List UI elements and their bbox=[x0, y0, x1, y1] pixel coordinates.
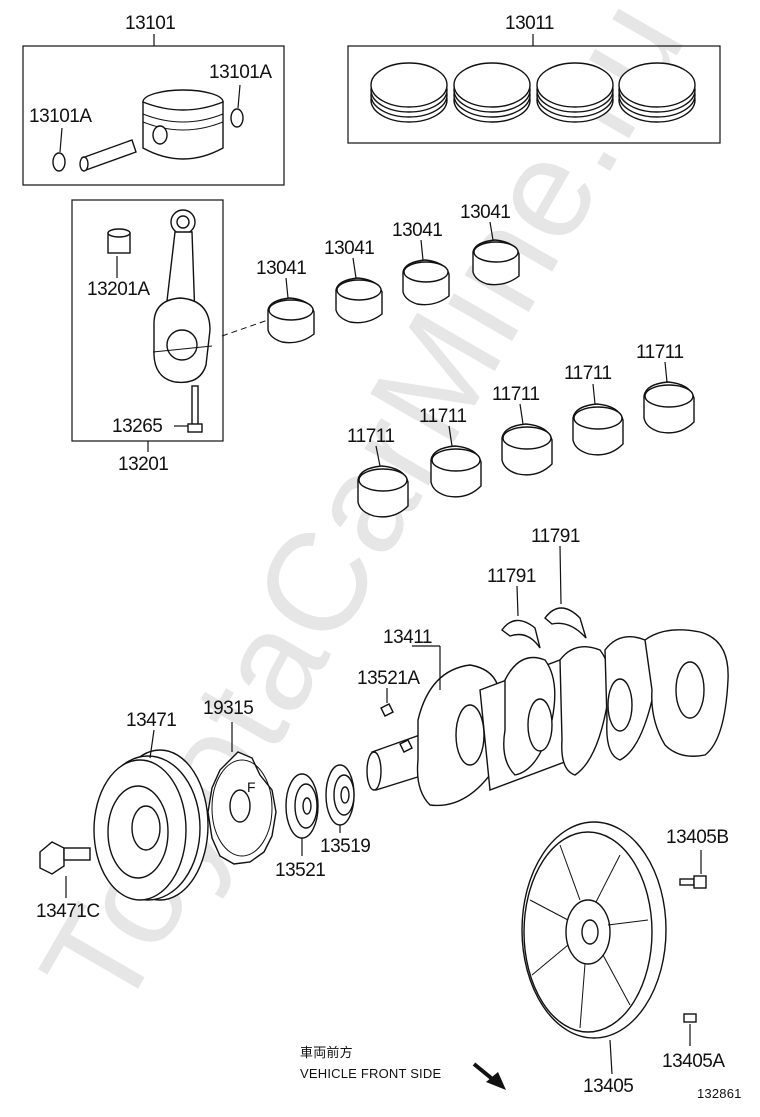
pulley-bolt-drawing[interactable] bbox=[39, 841, 91, 875]
sprocket-2-drawing[interactable] bbox=[325, 764, 355, 826]
main-bearing-2-drawing[interactable] bbox=[430, 445, 482, 498]
conrod-bearing-1-drawing[interactable] bbox=[267, 297, 315, 344]
label-piston-ring-set[interactable]: 13011 bbox=[505, 13, 554, 34]
label-main-bearing-2[interactable]: 11711 bbox=[419, 406, 467, 427]
label-main-bearing-4[interactable]: 11711 bbox=[564, 363, 612, 384]
piston-rings-drawing[interactable] bbox=[370, 62, 696, 123]
main-bearing-5-drawing[interactable] bbox=[643, 381, 695, 434]
main-bearing-1-drawing[interactable] bbox=[357, 465, 409, 518]
label-drive-plate[interactable]: 13405 bbox=[583, 1076, 634, 1097]
conrod-bearing-3-drawing[interactable] bbox=[402, 259, 450, 306]
snap-ring-left-drawing[interactable] bbox=[52, 152, 66, 172]
conrod-drawing[interactable] bbox=[152, 209, 213, 384]
snap-ring-right-drawing[interactable] bbox=[230, 108, 244, 128]
crank-key-drawing[interactable] bbox=[380, 703, 394, 717]
label-conrod-bolt[interactable]: 13265 bbox=[112, 416, 163, 437]
piston-drawing[interactable] bbox=[142, 89, 224, 160]
label-flywheel-pin[interactable]: 13405A bbox=[662, 1051, 726, 1072]
drive-plate-drawing[interactable] bbox=[521, 821, 667, 1039]
thrust-washer-lower-drawing[interactable] bbox=[501, 619, 541, 649]
direction-note-en: VEHICLE FRONT SIDE bbox=[300, 1066, 441, 1081]
thrust-washer-upper-drawing[interactable] bbox=[544, 607, 587, 639]
label-conrod-bearing-2[interactable]: 13041 bbox=[324, 238, 375, 259]
label-main-bearing-5[interactable]: 11711 bbox=[636, 342, 684, 363]
main-bearing-4-drawing[interactable] bbox=[572, 403, 624, 456]
label-thrust-washer-upper[interactable]: 11791 bbox=[531, 526, 580, 547]
label-main-bearing-1[interactable]: 11711 bbox=[347, 426, 395, 447]
piston-pin-drawing[interactable] bbox=[79, 139, 137, 172]
label-crankshaft[interactable]: 13411 bbox=[383, 627, 432, 648]
label-flywheel-bolt[interactable]: 13405B bbox=[666, 827, 729, 848]
svg-text:F: F bbox=[247, 779, 256, 795]
conrod-bolt-drawing[interactable] bbox=[187, 385, 203, 433]
front-direction-arrow bbox=[472, 1062, 506, 1090]
label-conrod-bearing-3[interactable]: 13041 bbox=[392, 220, 443, 241]
label-thrust-washer-lower[interactable]: 11791 bbox=[487, 566, 536, 587]
label-timing-plate[interactable]: 19315 bbox=[203, 698, 254, 719]
label-crank-key[interactable]: 13521A bbox=[357, 668, 421, 689]
label-snap-ring-right[interactable]: 13101A bbox=[209, 62, 273, 83]
label-pulley-bolt[interactable]: 13471C bbox=[36, 901, 100, 922]
crankshaft-drawing[interactable] bbox=[366, 629, 729, 807]
label-crank-sprocket[interactable]: 13521 bbox=[275, 860, 326, 881]
figure-number: 132861 bbox=[697, 1086, 742, 1101]
flywheel-pin-drawing[interactable] bbox=[683, 1013, 697, 1023]
conrod-bearing-2-drawing[interactable] bbox=[335, 277, 383, 324]
crank-key-2-drawing[interactable] bbox=[399, 739, 413, 753]
label-conrod-bushing[interactable]: 13201A bbox=[87, 279, 151, 300]
label-conrod-assy[interactable]: 13201 bbox=[118, 454, 169, 475]
label-conrod-bearing-1[interactable]: 13041 bbox=[256, 258, 307, 279]
pulley-drawing[interactable] bbox=[93, 749, 209, 901]
label-sprocket-2[interactable]: 13519 bbox=[320, 836, 371, 857]
label-main-bearing-3[interactable]: 11711 bbox=[492, 384, 540, 405]
label-snap-ring-left[interactable]: 13101A bbox=[29, 106, 93, 127]
conrod-bearing-4-drawing[interactable] bbox=[472, 239, 520, 286]
piston-ring-set-box bbox=[347, 45, 721, 144]
flywheel-bolt-drawing[interactable] bbox=[679, 875, 707, 889]
label-piston-kit[interactable]: 13101 bbox=[125, 13, 176, 34]
direction-note-jp: 車両前方 bbox=[300, 1045, 353, 1060]
label-conrod-bearing-4[interactable]: 13041 bbox=[460, 202, 511, 223]
label-pulley[interactable]: 13471 bbox=[126, 710, 177, 731]
timing-plate-drawing[interactable]: F bbox=[207, 751, 277, 865]
conrod-bushing-drawing[interactable] bbox=[107, 228, 131, 254]
main-bearing-3-drawing[interactable] bbox=[501, 423, 553, 476]
crank-sprocket-drawing[interactable] bbox=[285, 773, 319, 839]
